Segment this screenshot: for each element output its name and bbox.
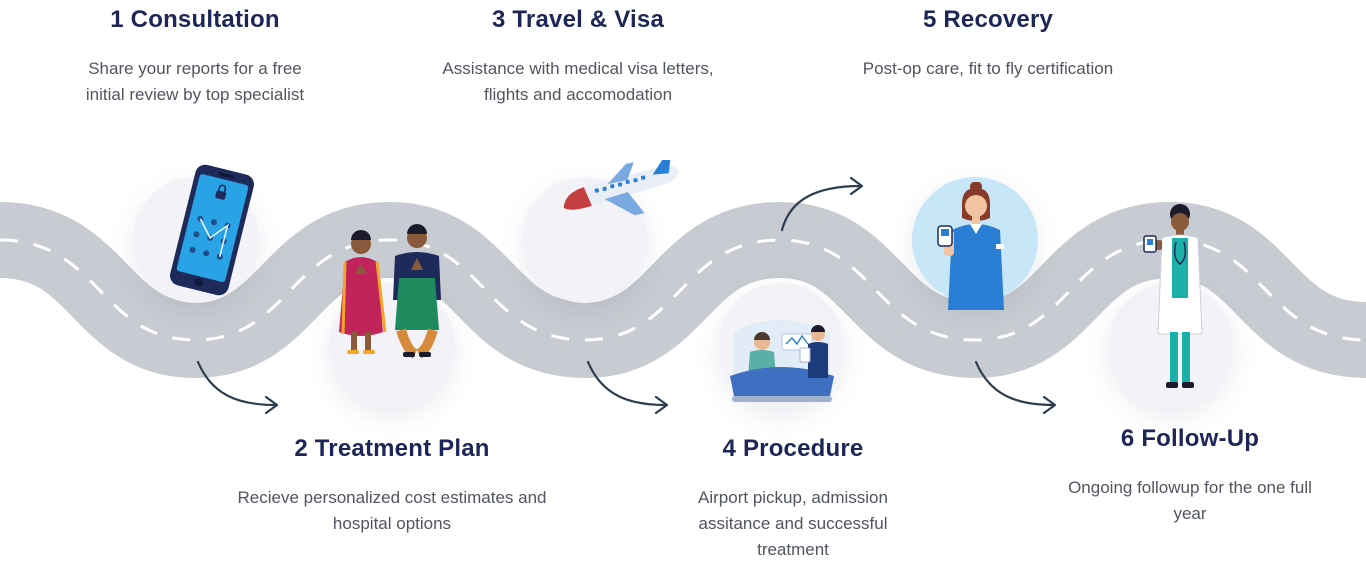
step-description: Share your reports for a free initial re… (85, 59, 305, 104)
step-title: 5 Recovery (922, 6, 1054, 33)
welcoming-couple-icon (339, 224, 441, 359)
step-title: 3 Travel & Visa (491, 6, 664, 33)
step-description: Airport pickup, admission assitance and … (698, 488, 888, 559)
step-description: Assistance with medical visa letters, fl… (442, 59, 714, 104)
road-center-line (0, 238, 1366, 342)
step-title: 1 Consultation (110, 6, 280, 33)
step-description: Ongoing followup for the one full year (1068, 478, 1312, 523)
step-title: 2 Treatment Plan (294, 435, 490, 462)
arrow-icon (196, 360, 279, 415)
step-treatment-plan: 2 Treatment Plan Recieve personalized co… (212, 435, 572, 537)
step-title: 6 Follow-Up (1120, 425, 1260, 452)
arrow-icon (974, 360, 1057, 415)
nurse-icon (937, 182, 1004, 310)
doctor-icon (1143, 204, 1203, 388)
step-title: 4 Procedure (722, 435, 864, 462)
step-recovery: 5 Recovery Post-op care, fit to fly cert… (838, 6, 1138, 82)
arrow-icon (586, 360, 669, 415)
smartphone-icon (170, 164, 254, 296)
hospital-bed-icon (730, 320, 834, 402)
step-followup: 6 Follow-Up Ongoing followup for the one… (1040, 425, 1340, 527)
arrow-icon (780, 176, 864, 232)
step-procedure: 4 Procedure Airport pickup, admission as… (660, 435, 926, 563)
step-description: Post-op care, fit to fly certification (862, 59, 1114, 78)
step-description: Recieve personalized cost estimates and … (237, 488, 547, 533)
airplane-icon (563, 160, 679, 216)
step-consultation: 1 Consultation Share your reports for a … (55, 6, 335, 108)
step-travel-visa: 3 Travel & Visa Assistance with medical … (418, 6, 738, 108)
